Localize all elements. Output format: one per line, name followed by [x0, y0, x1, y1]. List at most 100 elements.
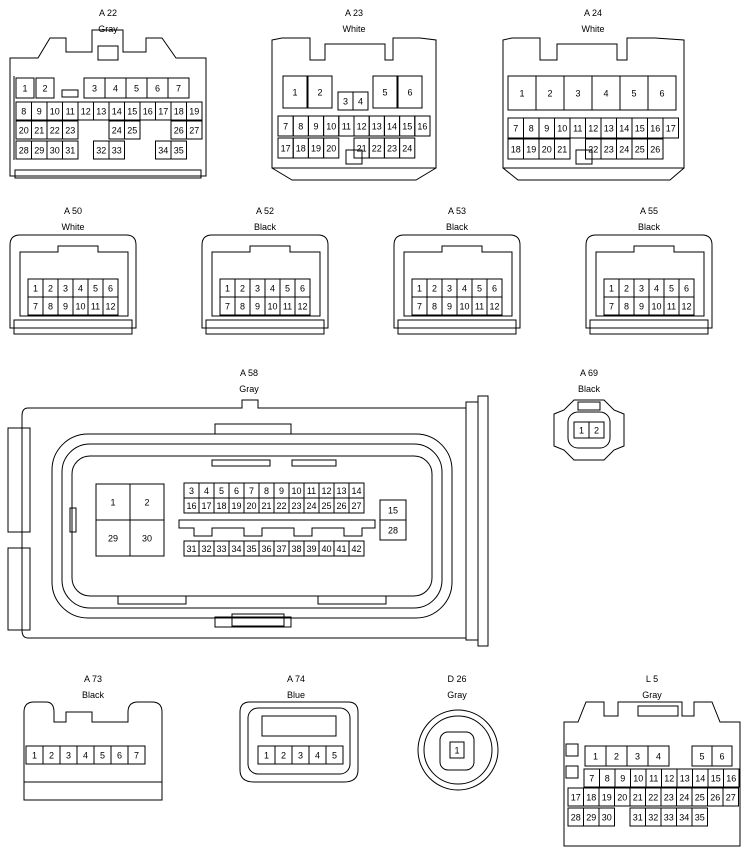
pin-label: 19 [526, 145, 536, 155]
pin-label: 11 [91, 302, 100, 312]
pin-label: 8 [529, 124, 534, 134]
pin-label: 28 [388, 526, 398, 536]
pin-label: 4 [358, 97, 363, 107]
pin-label: 32 [648, 813, 658, 823]
pin-label: 9 [313, 122, 318, 132]
pin-label: 1 [110, 498, 115, 508]
pin-cell [372, 75, 398, 109]
connector-a24 [502, 37, 685, 181]
pin-label: 33 [112, 146, 122, 156]
connector-hood [211, 245, 321, 317]
pin-label: 8 [624, 302, 629, 312]
pin-label: 8 [48, 302, 53, 312]
pin-label: 10 [557, 124, 567, 134]
pin-label: 3 [343, 97, 348, 107]
pin-label: 13 [336, 486, 346, 496]
pin-label: 21 [633, 793, 643, 803]
pin-label: 21 [261, 501, 271, 511]
pin-label: 1 [22, 84, 27, 94]
pin-label: 3 [189, 486, 194, 496]
pin-label: 5 [382, 88, 387, 98]
connector-a69 [553, 399, 625, 461]
pin-cell [325, 745, 344, 765]
pin-label: 8 [264, 486, 269, 496]
pin-label: 12 [81, 107, 91, 117]
pin-label: 6 [155, 84, 160, 94]
pin-label: 6 [492, 284, 497, 294]
pin-label: 10 [633, 774, 643, 784]
pin-label: 12 [489, 302, 499, 312]
pin-label: 5 [477, 284, 482, 294]
pin-label: 12 [297, 302, 307, 312]
pin-label: 31 [186, 544, 196, 554]
pin-label: 8 [240, 302, 245, 312]
pin-label: 10 [326, 122, 336, 132]
pin-label: 1 [519, 89, 524, 99]
pin-label: 8 [298, 122, 303, 132]
pin-label: 17 [281, 144, 291, 154]
pin-cell [62, 140, 79, 160]
pin-label: 12 [664, 774, 674, 784]
pin-cell [691, 807, 708, 827]
pin-label: 30 [50, 146, 60, 156]
pin-label: 26 [650, 145, 660, 155]
pin-label: 5 [631, 89, 636, 99]
pin-cell [647, 745, 670, 767]
pin-label: 1 [593, 752, 598, 762]
pin-label: 22 [588, 145, 598, 155]
pin-label: 13 [96, 107, 106, 117]
connector-d26 [417, 709, 499, 791]
pin-label: 1 [32, 751, 37, 761]
pin-label: 2 [624, 284, 629, 294]
connector-hood [19, 245, 129, 317]
pin-label: 16 [186, 501, 196, 511]
pin-label: 7 [609, 302, 614, 312]
pin-label: 4 [270, 284, 275, 294]
pin-label: 2 [594, 426, 599, 436]
pin-label: 16 [417, 122, 427, 132]
pin-label: 31 [633, 813, 643, 823]
connector-a22 [9, 29, 207, 179]
pin-label: 5 [669, 284, 674, 294]
pin-label: 23 [291, 501, 301, 511]
pin-label: 13 [372, 122, 382, 132]
pin-label: 18 [511, 145, 521, 155]
pin-label: 2 [317, 88, 322, 98]
pin-cell [167, 77, 190, 99]
pin-label: 10 [267, 302, 277, 312]
pin-label: 22 [648, 793, 658, 803]
pin-label: 12 [588, 124, 598, 134]
pin-label: 18 [586, 793, 596, 803]
pin-label: 2 [614, 752, 619, 762]
pin-label: 23 [65, 126, 75, 136]
pin-label: 22 [276, 501, 286, 511]
pin-label: 35 [174, 146, 184, 156]
pin-label: 3 [447, 284, 452, 294]
pin-label: 27 [726, 793, 736, 803]
pin-cell [397, 75, 423, 109]
pin-label: 23 [664, 793, 674, 803]
pin-cell [486, 296, 503, 316]
pin-label: 21 [357, 144, 367, 154]
pin-label: 9 [639, 302, 644, 312]
pin-label: 8 [605, 774, 610, 784]
pin-label: 9 [620, 774, 625, 784]
pin-label: 32 [96, 146, 106, 156]
pin-cell [35, 77, 55, 99]
pin-label: 11 [667, 302, 676, 312]
pin-label: 14 [619, 124, 629, 134]
pin-label: 7 [417, 302, 422, 312]
pin-label: 15 [635, 124, 645, 134]
pin-label: 2 [49, 751, 54, 761]
pin-label: 11 [475, 302, 484, 312]
pin-label: 27 [189, 126, 199, 136]
